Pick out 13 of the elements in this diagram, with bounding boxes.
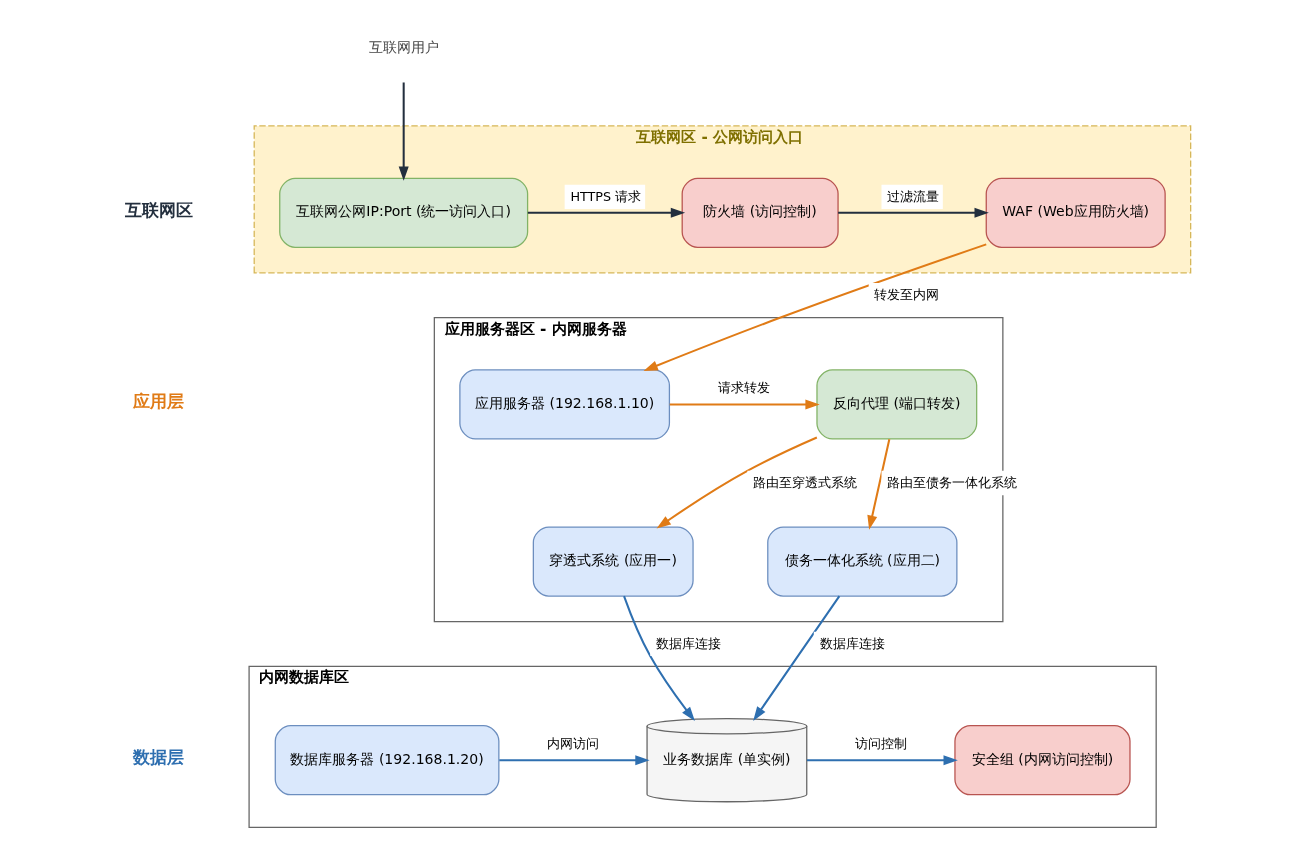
edge-label: 数据库连接 [655,635,721,651]
node-text: 互联网用户 [368,38,439,55]
label: 应用层 [132,392,184,412]
label: 互联网区 [124,200,193,220]
edge-label: 数据库连接 [819,635,885,651]
edge-label: 路由至穿透式系统 [752,474,857,490]
edge-label: 过滤流量 [886,188,939,204]
edge-label: 转发至内网 [873,287,939,303]
edge-label: 请求转发 [717,380,770,396]
edge-label: 访问控制 [854,736,907,752]
label: 数据层 [132,748,184,768]
edge-label: 内网访问 [546,736,599,752]
edge-label: HTTPS 请求 [569,188,641,204]
